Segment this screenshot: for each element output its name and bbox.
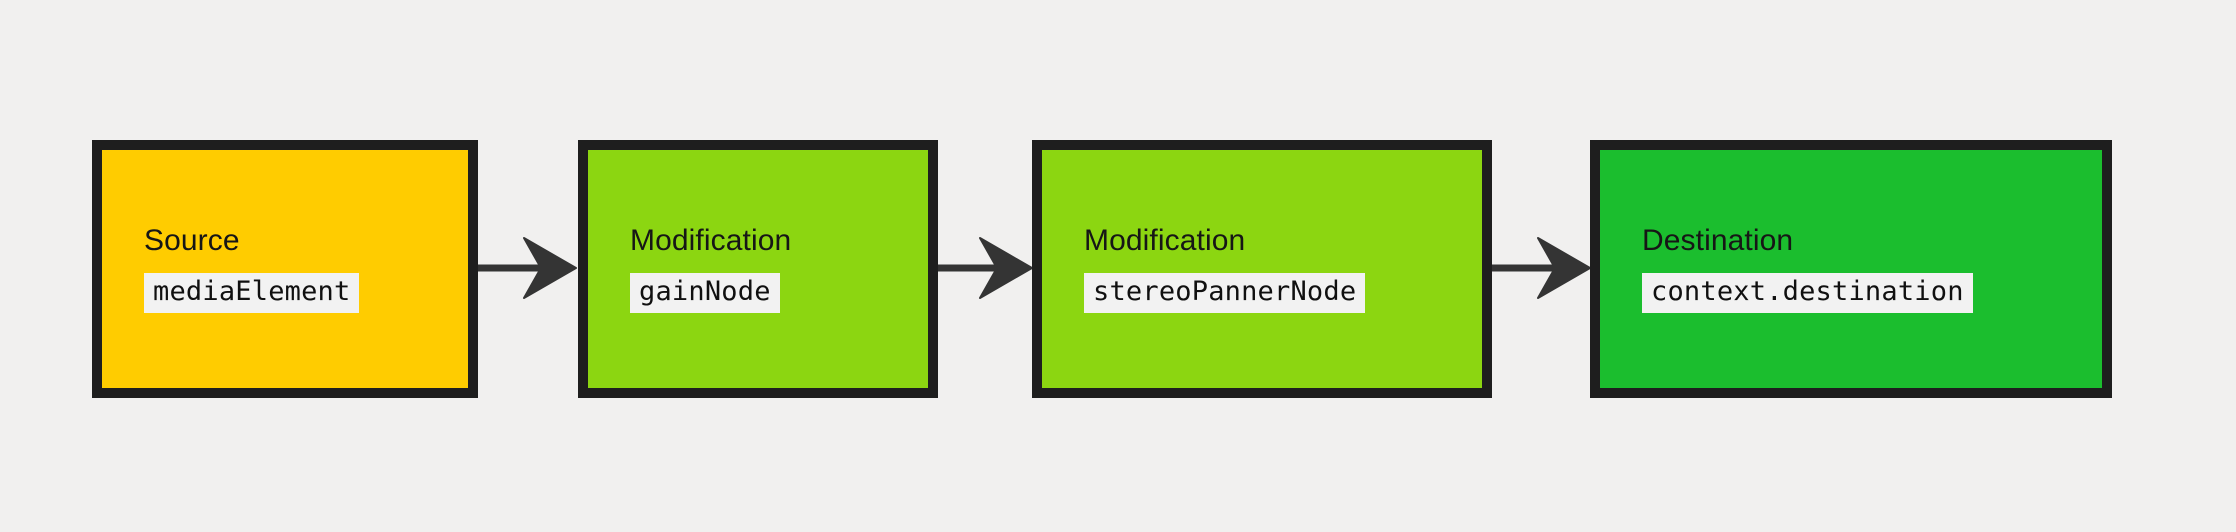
arrowhead-icon [979,237,1033,299]
node-title: Modification [1084,224,1246,258]
node-code-label: context.destination [1642,272,1973,313]
node-modification-gain[interactable]: Modification gainNode [578,140,938,398]
node-source[interactable]: Source mediaElement [92,140,478,398]
edge-gain-to-panner [934,237,1033,299]
node-title: Modification [630,224,792,258]
edge-panner-to-destination [1488,237,1591,299]
arrowhead-icon [1537,237,1591,299]
node-code-label: stereoPannerNode [1084,272,1366,313]
node-modification-panner[interactable]: Modification stereoPannerNode [1032,140,1492,398]
node-code-label: gainNode [630,272,780,313]
arrowhead-icon [523,237,577,299]
node-title: Source [144,224,240,258]
edge-source-to-gain [474,237,577,299]
node-title: Destination [1642,224,1794,258]
node-code-label: mediaElement [144,272,360,313]
node-destination[interactable]: Destination context.destination [1590,140,2112,398]
